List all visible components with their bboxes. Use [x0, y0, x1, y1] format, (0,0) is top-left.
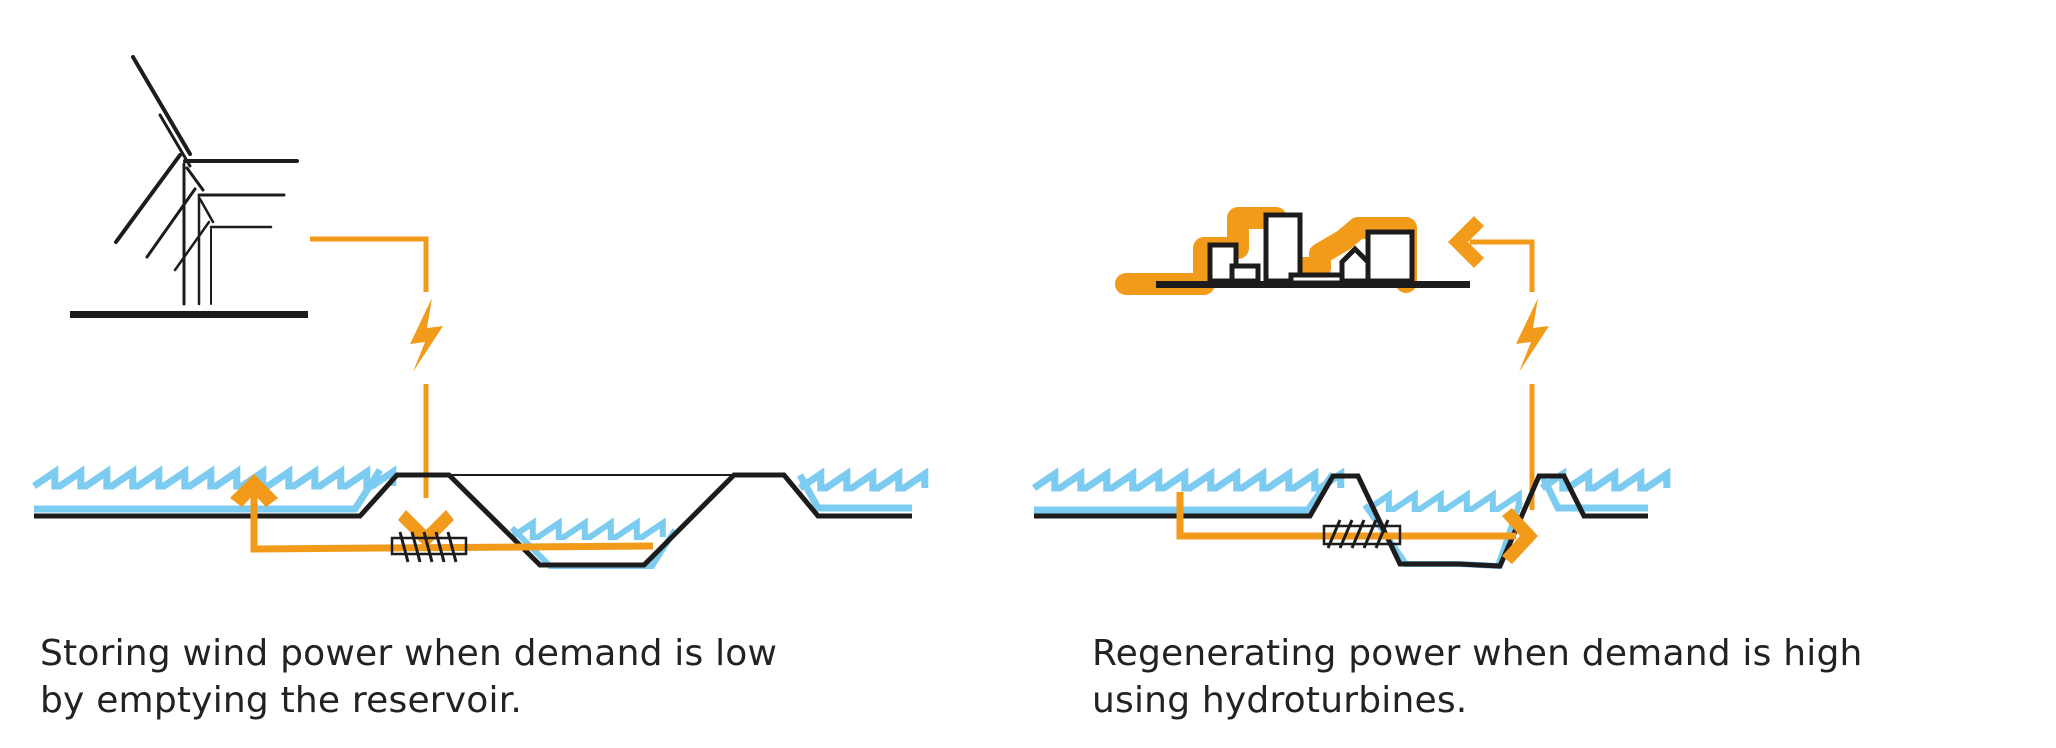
panel-storing: Storing wind power when demand is low by…	[32, 55, 929, 724]
reservoir-water	[1362, 489, 1523, 570]
power-line	[1470, 239, 1535, 510]
arrow-head-up	[230, 474, 278, 507]
regenerating-diagram	[1032, 207, 1671, 570]
arrow-head-down	[398, 510, 454, 548]
dike-profile	[34, 472, 912, 568]
sea-water-right	[1538, 467, 1671, 512]
water-flow-arrow	[1176, 492, 1516, 540]
lightning-bolt-icon	[410, 298, 443, 372]
arrow-head-left	[1448, 216, 1484, 268]
sea-water	[32, 465, 397, 513]
pump-turbine-icon	[390, 531, 468, 563]
power-line	[310, 236, 429, 498]
sea-water	[1032, 467, 1345, 514]
storing-diagram	[32, 55, 929, 569]
caption-line: using hydroturbines.	[1092, 680, 1468, 721]
lightning-bolt-icon	[1516, 298, 1549, 372]
caption-storing: Storing wind power when demand is low by…	[40, 630, 777, 724]
caption-line: by emptying the reservoir.	[40, 680, 523, 721]
panel-regenerating: Regenerating power when demand is high u…	[1028, 0, 2056, 748]
arrow-head-right	[1502, 508, 1538, 564]
pump-turbine-icon	[1322, 519, 1402, 549]
sea-water-right	[796, 467, 929, 512]
city-skyline-icon	[1115, 207, 1470, 295]
dike-profile	[1034, 473, 1648, 569]
caption-line: Regenerating power when demand is high	[1092, 633, 1863, 674]
caption-regenerating: Regenerating power when demand is high u…	[1092, 630, 1863, 724]
water-flow-arrow	[250, 486, 654, 553]
caption-line: Storing wind power when demand is low	[40, 633, 778, 674]
wind-turbine-icon	[70, 55, 308, 318]
